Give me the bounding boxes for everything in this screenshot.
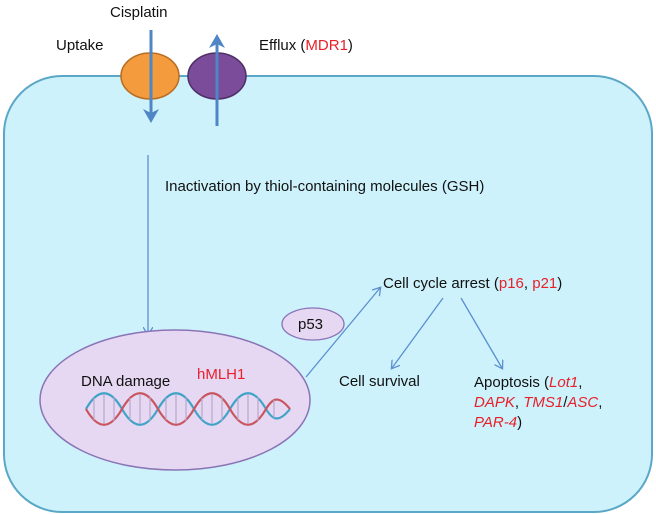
apoptosis-slash: / bbox=[563, 394, 568, 411]
apoptosis-line-2: DAPK, TMS1/ASC, bbox=[474, 393, 602, 413]
survival-arrow bbox=[392, 297, 444, 368]
efflux-label: Efflux (MDR1) bbox=[259, 37, 353, 54]
apoptosis-label: Apoptosis (Lot1, DAPK, TMS1/ASC, PAR-4) bbox=[474, 373, 602, 433]
dapk-text: DAPK bbox=[474, 394, 515, 411]
apoptosis-line-3: PAR-4) bbox=[474, 413, 602, 433]
apoptosis-comma-2: , bbox=[514, 394, 524, 411]
arrest-arrow bbox=[305, 288, 380, 378]
dna-damage-label: DNA damage bbox=[81, 373, 171, 390]
mdr1-text: MDR1 bbox=[305, 37, 348, 54]
p21-text: p21 bbox=[532, 275, 558, 292]
lot1-text: Lot1 bbox=[549, 374, 579, 391]
arrest-close: ) bbox=[557, 275, 563, 292]
p53-protein bbox=[281, 307, 345, 341]
efflux-close: ) bbox=[347, 37, 353, 54]
par4-text: PAR-4 bbox=[474, 414, 518, 431]
asc-text: ASC bbox=[567, 394, 599, 411]
cisplatin-label: Cisplatin bbox=[110, 4, 168, 21]
hmlh1-label: hMLH1 bbox=[197, 366, 246, 383]
p53-label: p53 bbox=[298, 316, 324, 333]
apoptosis-text: Apoptosis ( bbox=[474, 374, 550, 391]
efflux-text: Efflux ( bbox=[259, 37, 306, 54]
cell-survival-label: Cell survival bbox=[339, 373, 420, 390]
p16-text: p16 bbox=[498, 275, 524, 292]
uptake-label: Uptake bbox=[56, 37, 104, 54]
apoptosis-line-1: Apoptosis (Lot1, bbox=[474, 373, 602, 393]
apoptosis-comma-1: , bbox=[578, 374, 583, 391]
cell-cycle-arrest-label: Cell cycle arrest (p16, p21) bbox=[383, 275, 562, 292]
apoptosis-close: ) bbox=[517, 414, 523, 431]
arrest-text: Cell cycle arrest ( bbox=[383, 275, 499, 292]
apoptosis-comma-3: , bbox=[598, 394, 603, 411]
inactivation-label: Inactivation by thiol-containing molecul… bbox=[165, 178, 485, 195]
arrest-comma: , bbox=[523, 275, 533, 292]
dna-helix-icon bbox=[85, 392, 291, 426]
tms1-text: TMS1 bbox=[523, 394, 564, 411]
nucleus bbox=[39, 329, 311, 471]
apoptosis-arrow bbox=[460, 297, 502, 368]
